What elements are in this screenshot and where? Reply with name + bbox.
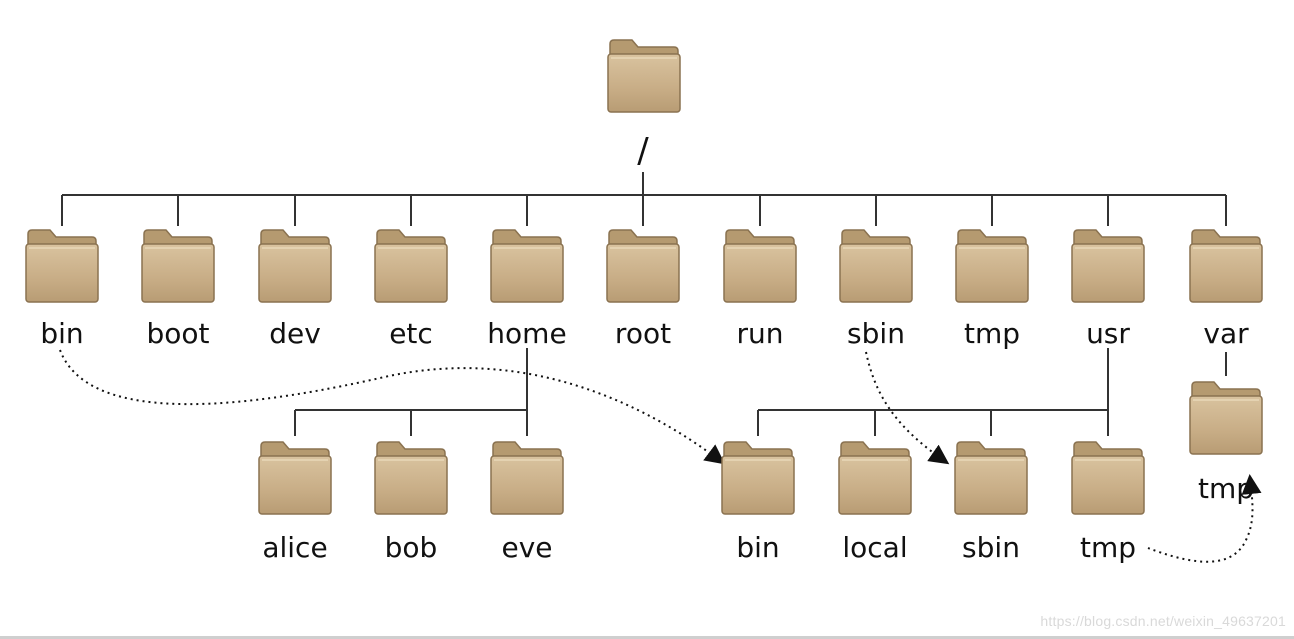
- folder-icon: [1071, 441, 1145, 515]
- folder-home-eve[interactable]: eve: [490, 441, 564, 564]
- folder-icon: [490, 441, 564, 515]
- tree-connectors: [61, 172, 1227, 436]
- folder-etc-top[interactable]: etc: [374, 229, 448, 350]
- folder-boot-top[interactable]: boot: [141, 229, 215, 350]
- folder-usr-tmp[interactable]: tmp: [1071, 441, 1145, 564]
- folder-sbin-top[interactable]: sbin: [839, 229, 913, 350]
- folder-icon: [839, 229, 913, 303]
- folder-icon: [721, 441, 795, 515]
- root-folder[interactable]: [607, 39, 681, 113]
- bottom-rule: [0, 636, 1294, 639]
- folder-icon: [141, 229, 215, 303]
- folder-root-top[interactable]: root: [606, 229, 680, 350]
- folder-label: tmp: [1198, 472, 1254, 505]
- folder-label: tmp: [1080, 531, 1136, 564]
- folder-label: root: [615, 317, 671, 350]
- folder-usr-bin[interactable]: bin: [721, 441, 795, 564]
- folder-icon: [606, 229, 680, 303]
- folder-home-top[interactable]: home: [487, 229, 567, 350]
- folder-home-bob[interactable]: bob: [374, 441, 448, 564]
- folder-label: tmp: [964, 317, 1020, 350]
- folder-icon: [490, 229, 564, 303]
- root-label: /: [637, 131, 649, 171]
- symlink-arrow-bin: [59, 349, 726, 465]
- folder-icon: [258, 229, 332, 303]
- folder-icon: [607, 39, 681, 113]
- symlink-arrow-tmp: [1147, 474, 1262, 563]
- folder-label: bin: [736, 531, 779, 564]
- folder-label: sbin: [847, 317, 905, 350]
- folder-icon: [374, 441, 448, 515]
- folder-label: boot: [146, 317, 209, 350]
- symlink-arrows: [59, 349, 1262, 563]
- folder-usr-local[interactable]: local: [838, 441, 912, 564]
- folder-icon: [954, 441, 1028, 515]
- folder-label: var: [1203, 317, 1249, 350]
- folder-icon: [258, 441, 332, 515]
- folder-label: dev: [269, 317, 321, 350]
- folder-label: usr: [1086, 317, 1130, 350]
- folder-label: eve: [501, 531, 552, 564]
- folder-usr-sbin[interactable]: sbin: [954, 441, 1028, 564]
- folder-icon: [1071, 229, 1145, 303]
- symlink-arrow-sbin: [865, 351, 950, 465]
- folder-icon: [838, 441, 912, 515]
- folder-label: run: [736, 317, 783, 350]
- folder-label: sbin: [962, 531, 1020, 564]
- folder-label: etc: [389, 317, 433, 350]
- folder-home-alice[interactable]: alice: [258, 441, 332, 564]
- folder-label: bin: [40, 317, 83, 350]
- folder-icon: [374, 229, 448, 303]
- folder-icon: [723, 229, 797, 303]
- folder-label: local: [842, 531, 907, 564]
- watermark: https://blog.csdn.net/weixin_49637201: [1040, 613, 1286, 629]
- folder-dev-top[interactable]: dev: [258, 229, 332, 350]
- folder-var-tmp[interactable]: tmp: [1189, 381, 1263, 505]
- folder-label: home: [487, 317, 566, 350]
- folder-var-top[interactable]: var: [1189, 229, 1263, 350]
- folder-icon: [1189, 381, 1263, 455]
- folder-run-top[interactable]: run: [723, 229, 797, 350]
- folder-label: alice: [262, 531, 327, 564]
- folder-icon: [1189, 229, 1263, 303]
- folder-icon: [955, 229, 1029, 303]
- folder-bin-top[interactable]: bin: [25, 229, 99, 350]
- folder-tmp-top[interactable]: tmp: [955, 229, 1029, 350]
- folder-icon: [25, 229, 99, 303]
- folder-label: bob: [385, 531, 438, 564]
- folder-usr-top[interactable]: usr: [1071, 229, 1145, 350]
